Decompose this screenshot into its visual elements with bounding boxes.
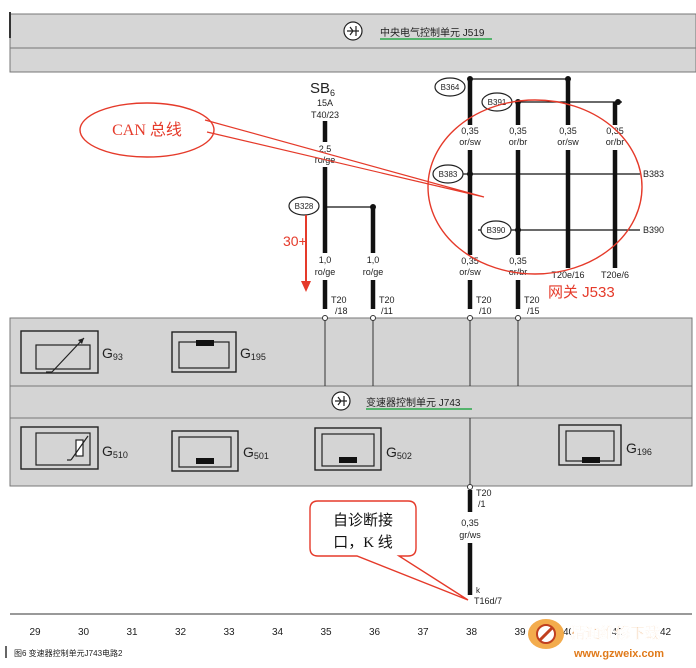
svg-text:k: k [476, 586, 481, 595]
grid-number: 42 [660, 627, 672, 638]
connector-t20e-6: T20e/6 [601, 270, 629, 280]
node-b383 [432, 164, 464, 184]
wire-color: or/sw [459, 137, 481, 147]
sensor-g501 [171, 430, 239, 472]
grid-number: 35 [320, 627, 332, 638]
wire-color: or/br [509, 267, 528, 277]
figure-caption: 图6 变速器控制单元J743电路2 [14, 648, 123, 658]
sensor-label: G502 [386, 444, 412, 461]
sensor-label: G510 [102, 443, 128, 460]
svg-text:B383: B383 [439, 170, 458, 179]
grid-number: 39 [514, 627, 526, 638]
gateway-circle [427, 99, 643, 275]
sensor-label: G195 [240, 345, 266, 362]
svg-text:www.gzweix.com: www.gzweix.com [573, 648, 664, 660]
wire-gauge: 0,35 [461, 126, 479, 136]
wire-gauge: 0,35 [461, 518, 479, 528]
grid-number: 32 [175, 627, 187, 638]
wire-gauge: 1,0 [367, 255, 380, 265]
wire-color: or/sw [459, 267, 481, 277]
grid-number: 34 [272, 627, 284, 638]
sensor-g195 [171, 331, 237, 373]
gateway-label: 网关 J533 [548, 284, 615, 301]
wire-color: gr/ws [459, 530, 481, 540]
grid-number: 31 [126, 627, 138, 638]
diagnostic-pin-label: T16d/7 [474, 596, 502, 606]
node-b364 [434, 77, 466, 97]
connector-label: T20/15 [524, 295, 540, 316]
wire-color: ro/ge [315, 267, 336, 277]
wire-color: or/br [509, 137, 528, 147]
node-b390-right: B390 [643, 225, 664, 235]
ground-symbol-icon [343, 21, 363, 41]
fuse-name: SB6 [310, 80, 335, 98]
connector-label: T20/1 [476, 488, 492, 509]
wire-gauge: 0,35 [509, 126, 527, 136]
arrow-down-icon [301, 281, 311, 292]
sensor-label: G196 [626, 440, 652, 457]
svg-text:B328: B328 [295, 202, 314, 211]
connector-t20e-16: T20e/16 [551, 270, 584, 280]
wire-gauge: 0,35 [606, 126, 624, 136]
can-callout [79, 102, 215, 158]
grid-number: 29 [29, 627, 41, 638]
j743-title: 变速器控制单元 J743 [366, 396, 461, 409]
node-b383-right: B383 [643, 169, 664, 179]
connector-label: T20/10 [476, 295, 492, 316]
wire-color: or/sw [557, 137, 579, 147]
node-b390 [480, 220, 512, 240]
svg-text:B390: B390 [487, 226, 506, 235]
diag-text-line2: 口，K 线 [333, 534, 393, 551]
wire-color: or/br [606, 137, 625, 147]
wire-gauge: 0,35 [559, 126, 577, 136]
grid-number: 38 [466, 627, 478, 638]
sensor-label: G501 [243, 444, 269, 461]
grid-number: 33 [223, 627, 235, 638]
connector-label: T20/18 [331, 295, 348, 316]
node-b328 [288, 196, 320, 216]
fuse-terminal: T40/23 [311, 110, 339, 120]
grid-number: 40 [563, 627, 575, 638]
can-bus-label: CAN 总线 [112, 121, 182, 139]
wire-gauge: 2,5 [319, 144, 332, 154]
j519-title: 中央电气控制单元 J519 [380, 26, 485, 39]
grid-number: 30 [78, 627, 90, 638]
svg-text:B391: B391 [488, 98, 507, 107]
diag-text-line1: 自诊断接 [333, 512, 393, 529]
ground-symbol-icon [331, 391, 351, 411]
svg-text:B364: B364 [441, 83, 460, 92]
sensor-g510 [20, 426, 99, 470]
wire-gauge: 1,0 [319, 255, 332, 265]
wire-gauge: 0,35 [509, 256, 527, 266]
diag-callout [309, 500, 469, 601]
wire-color: ro/ge [363, 267, 384, 277]
connector-label: T20/11 [379, 295, 395, 316]
wire-gauge: 0,35 [461, 256, 479, 266]
grid-number: 37 [417, 627, 429, 638]
sensor-g93 [20, 330, 99, 374]
sensor-g502 [314, 427, 382, 471]
sensor-label: G93 [102, 345, 123, 362]
thirty-plus-label: 30+ [283, 233, 307, 249]
grid-numbers: 29 30 31 32 33 34 35 36 37 38 39 40 41 42 [29, 627, 671, 638]
sensor-g196 [558, 424, 622, 466]
svg-text:精通维修下载: 精通维修下载 [570, 624, 660, 642]
grid-number: 36 [369, 627, 381, 638]
grid-number: 41 [611, 627, 623, 638]
fuse-rating: 15A [317, 98, 333, 108]
watermark-logo: 精通维修下载 www.gzweix.com [528, 619, 664, 660]
